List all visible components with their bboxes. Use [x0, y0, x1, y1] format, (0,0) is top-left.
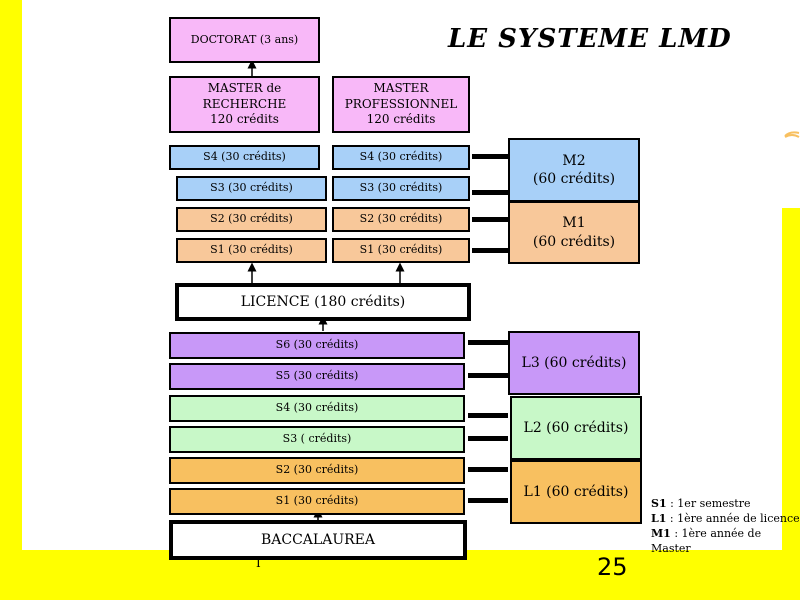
doctorat-label: DOCTORAT (3 ans) — [190, 32, 299, 46]
connector-bar — [468, 498, 508, 503]
master-left-s1: S1 (30 crédits) — [176, 238, 327, 263]
connector-bar — [468, 373, 508, 378]
licence-s1: S1 (30 crédits) — [169, 488, 465, 515]
master-right-s3-label: S3 (30 crédits) — [359, 181, 443, 195]
l3-box: L3 (60 crédits) — [508, 331, 640, 395]
master-right-s4-label: S4 (30 crédits) — [359, 150, 443, 164]
connector-bar — [472, 248, 510, 253]
licence-box: LICENCE (180 crédits) — [175, 283, 471, 321]
master-right-s3: S3 (30 crédits) — [332, 176, 470, 201]
legend-key: M1 — [651, 527, 671, 540]
master-left-s4: S4 (30 crédits) — [169, 145, 320, 170]
licence-s3: S3 ( crédits) — [169, 426, 465, 453]
master-right-s1-label: S1 (30 crédits) — [359, 243, 443, 257]
legend-item: S1 : 1er semestre — [651, 496, 800, 511]
master-pro-line2: PROFESSIONNEL — [344, 96, 458, 111]
page-title: LE SYSTEME LMD — [448, 24, 732, 54]
legend-text: : 1er semestre — [666, 497, 751, 510]
master-right-s2-label: S2 (30 crédits) — [359, 212, 443, 226]
l1-label: L1 (60 crédits) — [523, 483, 629, 500]
connector-bar — [472, 154, 510, 159]
m2-label: M2 — [562, 152, 586, 169]
text-cursor: I — [256, 556, 261, 570]
m2-box: M2 (60 crédits) — [508, 138, 640, 202]
m1-credits: (60 crédits) — [532, 233, 616, 250]
connector-bar — [468, 467, 508, 472]
m1-box: M1 (60 crédits) — [508, 201, 640, 264]
connector-bar — [468, 340, 508, 345]
licence-s4: S4 (30 crédits) — [169, 395, 465, 422]
master-right-s2: S2 (30 crédits) — [332, 207, 470, 232]
baccalaureat-box: BACCALAUREA — [169, 520, 467, 560]
master-recherche-line2: RECHERCHE — [202, 96, 287, 111]
slide-edge-strip — [782, 0, 800, 208]
licence-label: LICENCE (180 crédits) — [240, 293, 406, 310]
connector-bar — [472, 217, 510, 222]
doctorat-box: DOCTORAT (3 ans) — [169, 17, 320, 63]
licence-s5: S5 (30 crédits) — [169, 363, 465, 390]
master-pro-line1: MASTER — [373, 81, 429, 96]
page-number: 25 — [597, 553, 628, 581]
master-left-s2: S2 (30 crédits) — [176, 207, 327, 232]
licence-s4-label: S4 (30 crédits) — [275, 401, 359, 415]
master-professionnel-box: MASTER PROFESSIONNEL 120 crédits — [332, 76, 470, 133]
master-recherche-credits: 120 crédits — [210, 112, 279, 127]
l2-label: L2 (60 crédits) — [523, 419, 629, 436]
licence-s6-label: S6 (30 crédits) — [275, 338, 359, 352]
connector-bar — [468, 436, 508, 441]
m1-label: M1 — [562, 215, 586, 232]
connector-bar — [472, 190, 510, 195]
master-right-s4: S4 (30 crédits) — [332, 145, 470, 170]
legend-item: L1 : 1ère année de licence — [651, 511, 800, 526]
master-left-s3: S3 (30 crédits) — [176, 176, 327, 201]
master-left-s2-label: S2 (30 crédits) — [210, 212, 293, 226]
decorative-mark-icon — [784, 131, 800, 138]
legend-key: L1 — [651, 512, 667, 525]
master-right-s1: S1 (30 crédits) — [332, 238, 470, 263]
licence-s2: S2 (30 crédits) — [169, 457, 465, 484]
licence-s6: S6 (30 crédits) — [169, 332, 465, 359]
legend-item: M1 : 1ère année de Master — [651, 526, 800, 556]
legend-key: S1 — [651, 497, 667, 510]
master-left-s1-label: S1 (30 crédits) — [210, 243, 293, 257]
l3-label: L3 (60 crédits) — [521, 354, 627, 371]
baccalaureat-label: BACCALAUREA — [260, 531, 375, 548]
licence-s5-label: S5 (30 crédits) — [275, 369, 359, 383]
licence-s2-label: S2 (30 crédits) — [275, 463, 359, 477]
licence-s3-label: S3 ( crédits) — [282, 432, 352, 446]
connector-bar — [468, 413, 508, 418]
master-left-s3-label: S3 (30 crédits) — [210, 181, 293, 195]
legend-text: : 1ère année de Master — [651, 527, 762, 555]
legend-text: : 1ère année de licence — [666, 512, 800, 525]
master-left-s4-label: S4 (30 crédits) — [203, 150, 286, 164]
master-pro-credits: 120 crédits — [366, 112, 436, 127]
m2-credits: (60 crédits) — [532, 171, 616, 187]
master-recherche-box: MASTER de RECHERCHE 120 crédits — [169, 76, 320, 133]
legend: S1 : 1er semestre L1 : 1ère année de lic… — [651, 496, 800, 556]
l2-box: L2 (60 crédits) — [510, 396, 642, 460]
licence-s1-label: S1 (30 crédits) — [275, 494, 359, 508]
l1-box: L1 (60 crédits) — [510, 460, 642, 524]
master-recherche-line1: MASTER de — [207, 81, 282, 96]
